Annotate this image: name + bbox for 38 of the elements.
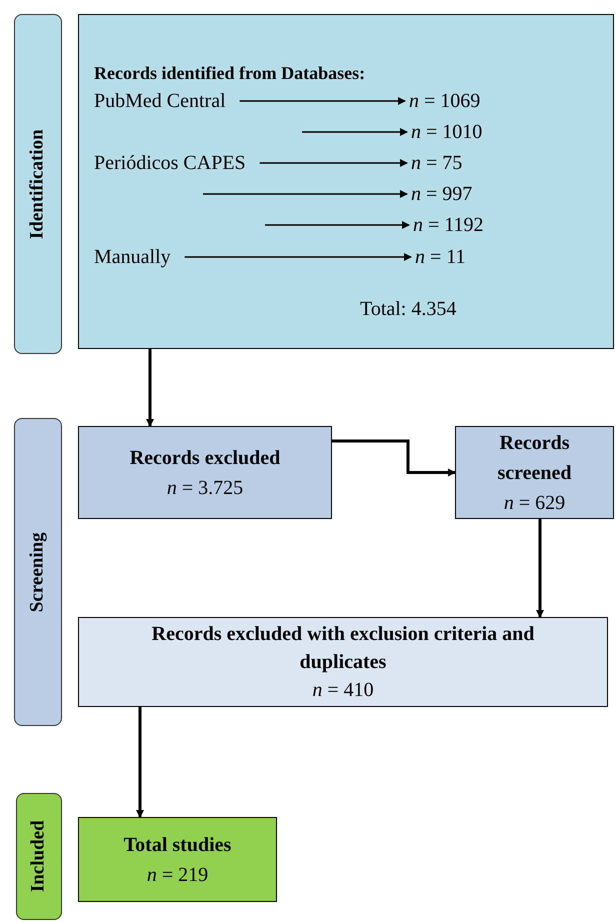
stage-label: Screening	[26, 532, 49, 612]
record-count: n = 3.725	[166, 476, 244, 500]
record-count: n = 629	[504, 490, 566, 516]
arrow	[332, 440, 456, 476]
record-count: n = 11	[415, 245, 466, 269]
arrow	[260, 159, 408, 167]
total-count: Total: 4.354	[360, 297, 456, 322]
process-box	[455, 426, 614, 519]
process-box	[78, 617, 608, 707]
arrow	[240, 97, 406, 105]
process-box	[78, 14, 614, 349]
arrow	[302, 128, 408, 136]
stage-band	[16, 793, 62, 920]
record-count: n = 410	[312, 678, 374, 703]
record-count: n = 75	[411, 151, 462, 175]
source-name: Periódicos CAPES	[94, 151, 246, 175]
stage-band	[14, 418, 62, 726]
source-name: Manually	[94, 245, 171, 269]
arrow	[146, 349, 154, 427]
record-count: n = 997	[411, 182, 472, 206]
stage-band	[14, 14, 62, 354]
arrow	[136, 707, 144, 818]
record-count: n = 219	[146, 862, 208, 888]
arrow	[265, 221, 410, 229]
record-count: n = 1069	[409, 89, 480, 113]
process-box	[78, 426, 332, 519]
stage-label: Identification	[26, 129, 49, 239]
arrow	[536, 519, 544, 618]
box-heading: Total studies	[124, 832, 232, 858]
stage-label: Included	[26, 820, 50, 892]
source-name: PubMed Central	[94, 89, 226, 113]
record-count: n = 1192	[413, 213, 484, 237]
box-heading: Records identified from Databases:	[94, 62, 366, 85]
arrow	[184, 253, 412, 261]
box-heading: Records excluded	[130, 446, 280, 470]
process-box	[78, 817, 277, 902]
arrow	[203, 190, 408, 198]
record-count: n = 1010	[411, 120, 482, 144]
